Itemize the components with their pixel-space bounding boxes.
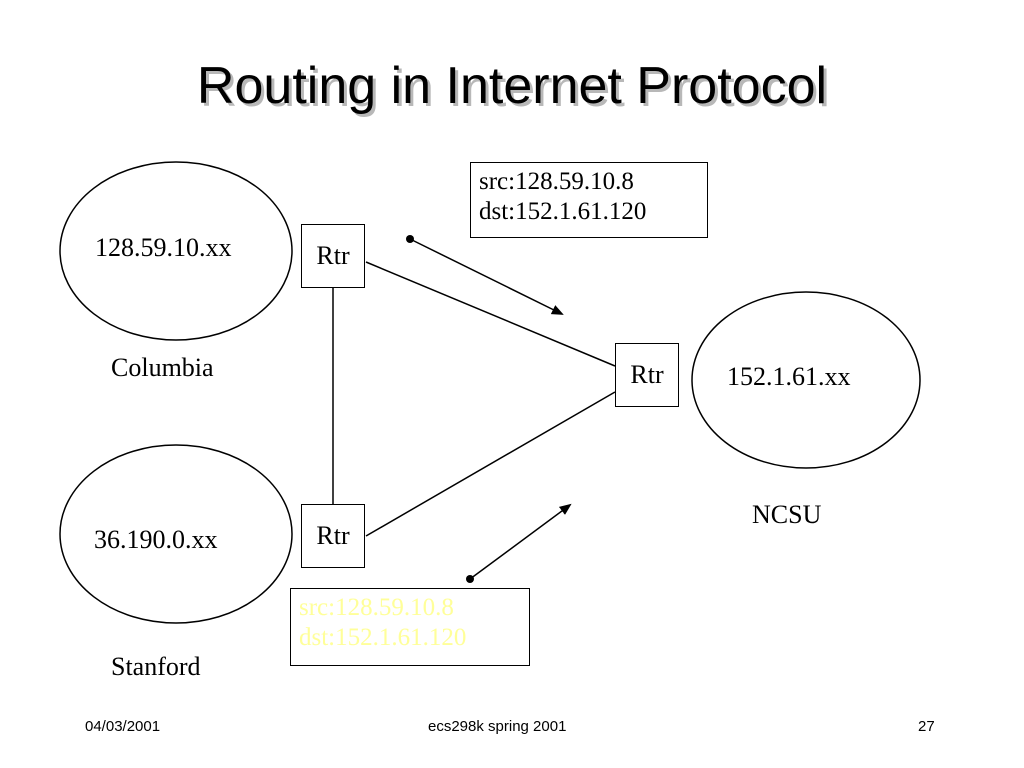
ncsu-site-name: NCSU [752, 500, 822, 529]
packet-arrow-top-dot [406, 235, 414, 243]
slide-title: Routing in Internet Protocol [196, 57, 828, 115]
link-stanford-ncsu [365, 391, 616, 537]
columbia-network-address: 128.59.10.xx [95, 233, 232, 262]
packet-top-src: src:128.59.10.8 [479, 168, 634, 195]
packet-arrow-top [409, 238, 564, 315]
stanford-router: Rtr [301, 504, 365, 568]
footer-course: ecs298k spring 2001 [428, 718, 567, 735]
packet-arrow-bottom [469, 503, 572, 580]
stanford-site-name: Stanford [111, 652, 201, 681]
columbia-router: Rtr [301, 224, 365, 288]
packet-bottom-src: src:128.59.10.8 [299, 594, 454, 621]
link-columbia-ncsu [365, 261, 616, 367]
packet-top-dst: dst:152.1.61.120 [479, 198, 647, 225]
packet-header-bottom: src:128.59.10.8 dst:152.1.61.120 [290, 588, 530, 666]
ncsu-network-address: 152.1.61.xx [727, 362, 851, 391]
stanford-network-ellipse [59, 444, 293, 624]
ncsu-network-ellipse [691, 291, 921, 469]
stanford-network-address: 36.190.0.xx [94, 525, 218, 554]
packet-header-top: src:128.59.10.8 dst:152.1.61.120 [470, 162, 708, 238]
ncsu-router: Rtr [615, 343, 679, 407]
footer-date: 04/03/2001 [85, 718, 161, 735]
packet-arrow-bottom-dot [466, 575, 474, 583]
packet-bottom-dst: dst:152.1.61.120 [299, 624, 467, 651]
columbia-site-name: Columbia [111, 353, 214, 382]
footer-page-number: 27 [918, 718, 935, 735]
columbia-network-ellipse [59, 161, 293, 341]
